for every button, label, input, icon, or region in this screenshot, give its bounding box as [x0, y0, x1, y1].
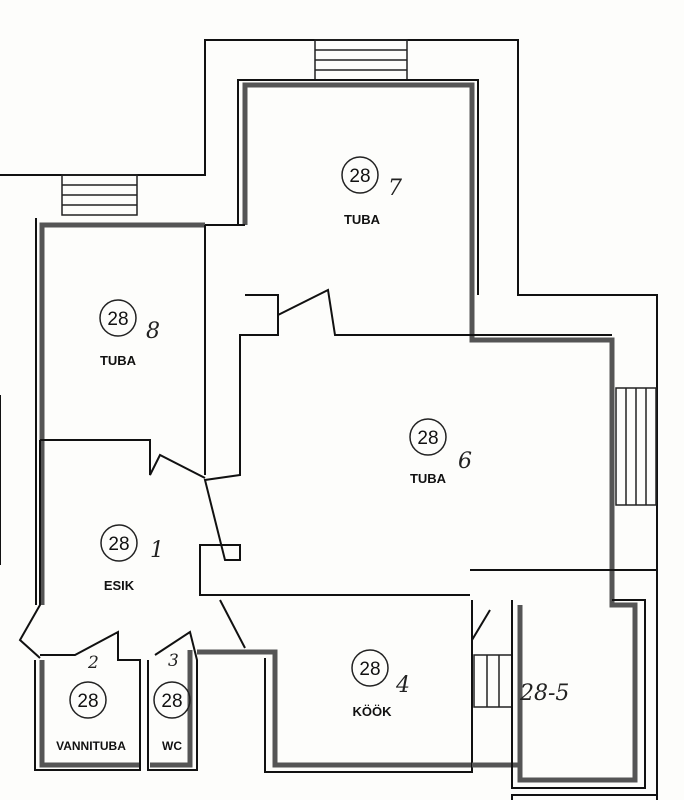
svg-text:3: 3	[168, 651, 179, 671]
svg-text:2: 2	[87, 653, 99, 673]
svg-text:28-5: 28-5	[519, 681, 569, 706]
room-1-walls	[18, 440, 41, 659]
svg-text:28: 28	[77, 691, 98, 712]
svg-text:28: 28	[108, 534, 129, 555]
room-2-label: 2 28 VANNITUBA	[56, 653, 126, 753]
room-3-label: 3 28 WC	[153, 651, 191, 753]
svg-text:VANNITUBA: VANNITUBA	[56, 739, 126, 753]
svg-text:1: 1	[150, 538, 164, 563]
svg-text:28: 28	[349, 166, 370, 187]
svg-text:7: 7	[388, 176, 402, 201]
svg-text:WC: WC	[162, 739, 182, 753]
room-2-walls	[39, 660, 140, 768]
room-8-walls	[39, 222, 205, 605]
room-4-walls	[264, 600, 473, 773]
room-3-walls	[150, 650, 193, 768]
window-room-5	[473, 654, 513, 708]
svg-text:ESIK: ESIK	[104, 578, 135, 593]
window-room-6	[615, 387, 657, 506]
room-4-label: 28 4 KÖÖK	[351, 649, 410, 719]
room-8-label: 28 8 TUBA	[99, 299, 160, 368]
svg-text:28: 28	[161, 691, 182, 712]
svg-text:KÖÖK: KÖÖK	[353, 704, 393, 719]
svg-text:4: 4	[395, 673, 410, 698]
svg-text:TUBA: TUBA	[100, 353, 137, 368]
room-7-walls	[242, 82, 615, 560]
room-1-label: 28 1 ESIK	[100, 524, 164, 593]
outer-wall	[0, 39, 658, 800]
room-6-label: 28 6 TUBA	[409, 418, 472, 486]
room-5-walls	[517, 560, 638, 783]
svg-text:6: 6	[458, 449, 472, 474]
svg-text:8: 8	[146, 319, 160, 344]
window-room-7	[314, 39, 408, 81]
svg-text:28: 28	[417, 428, 438, 449]
svg-text:28: 28	[359, 659, 380, 680]
room-5-label: 28-5	[519, 681, 569, 706]
door-room-7	[199, 294, 470, 596]
svg-text:28: 28	[107, 309, 128, 330]
room-7-label: 28 7 TUBA	[341, 156, 402, 227]
svg-text:TUBA: TUBA	[344, 212, 381, 227]
svg-text:TUBA: TUBA	[410, 471, 447, 486]
window-room-8	[61, 174, 138, 216]
